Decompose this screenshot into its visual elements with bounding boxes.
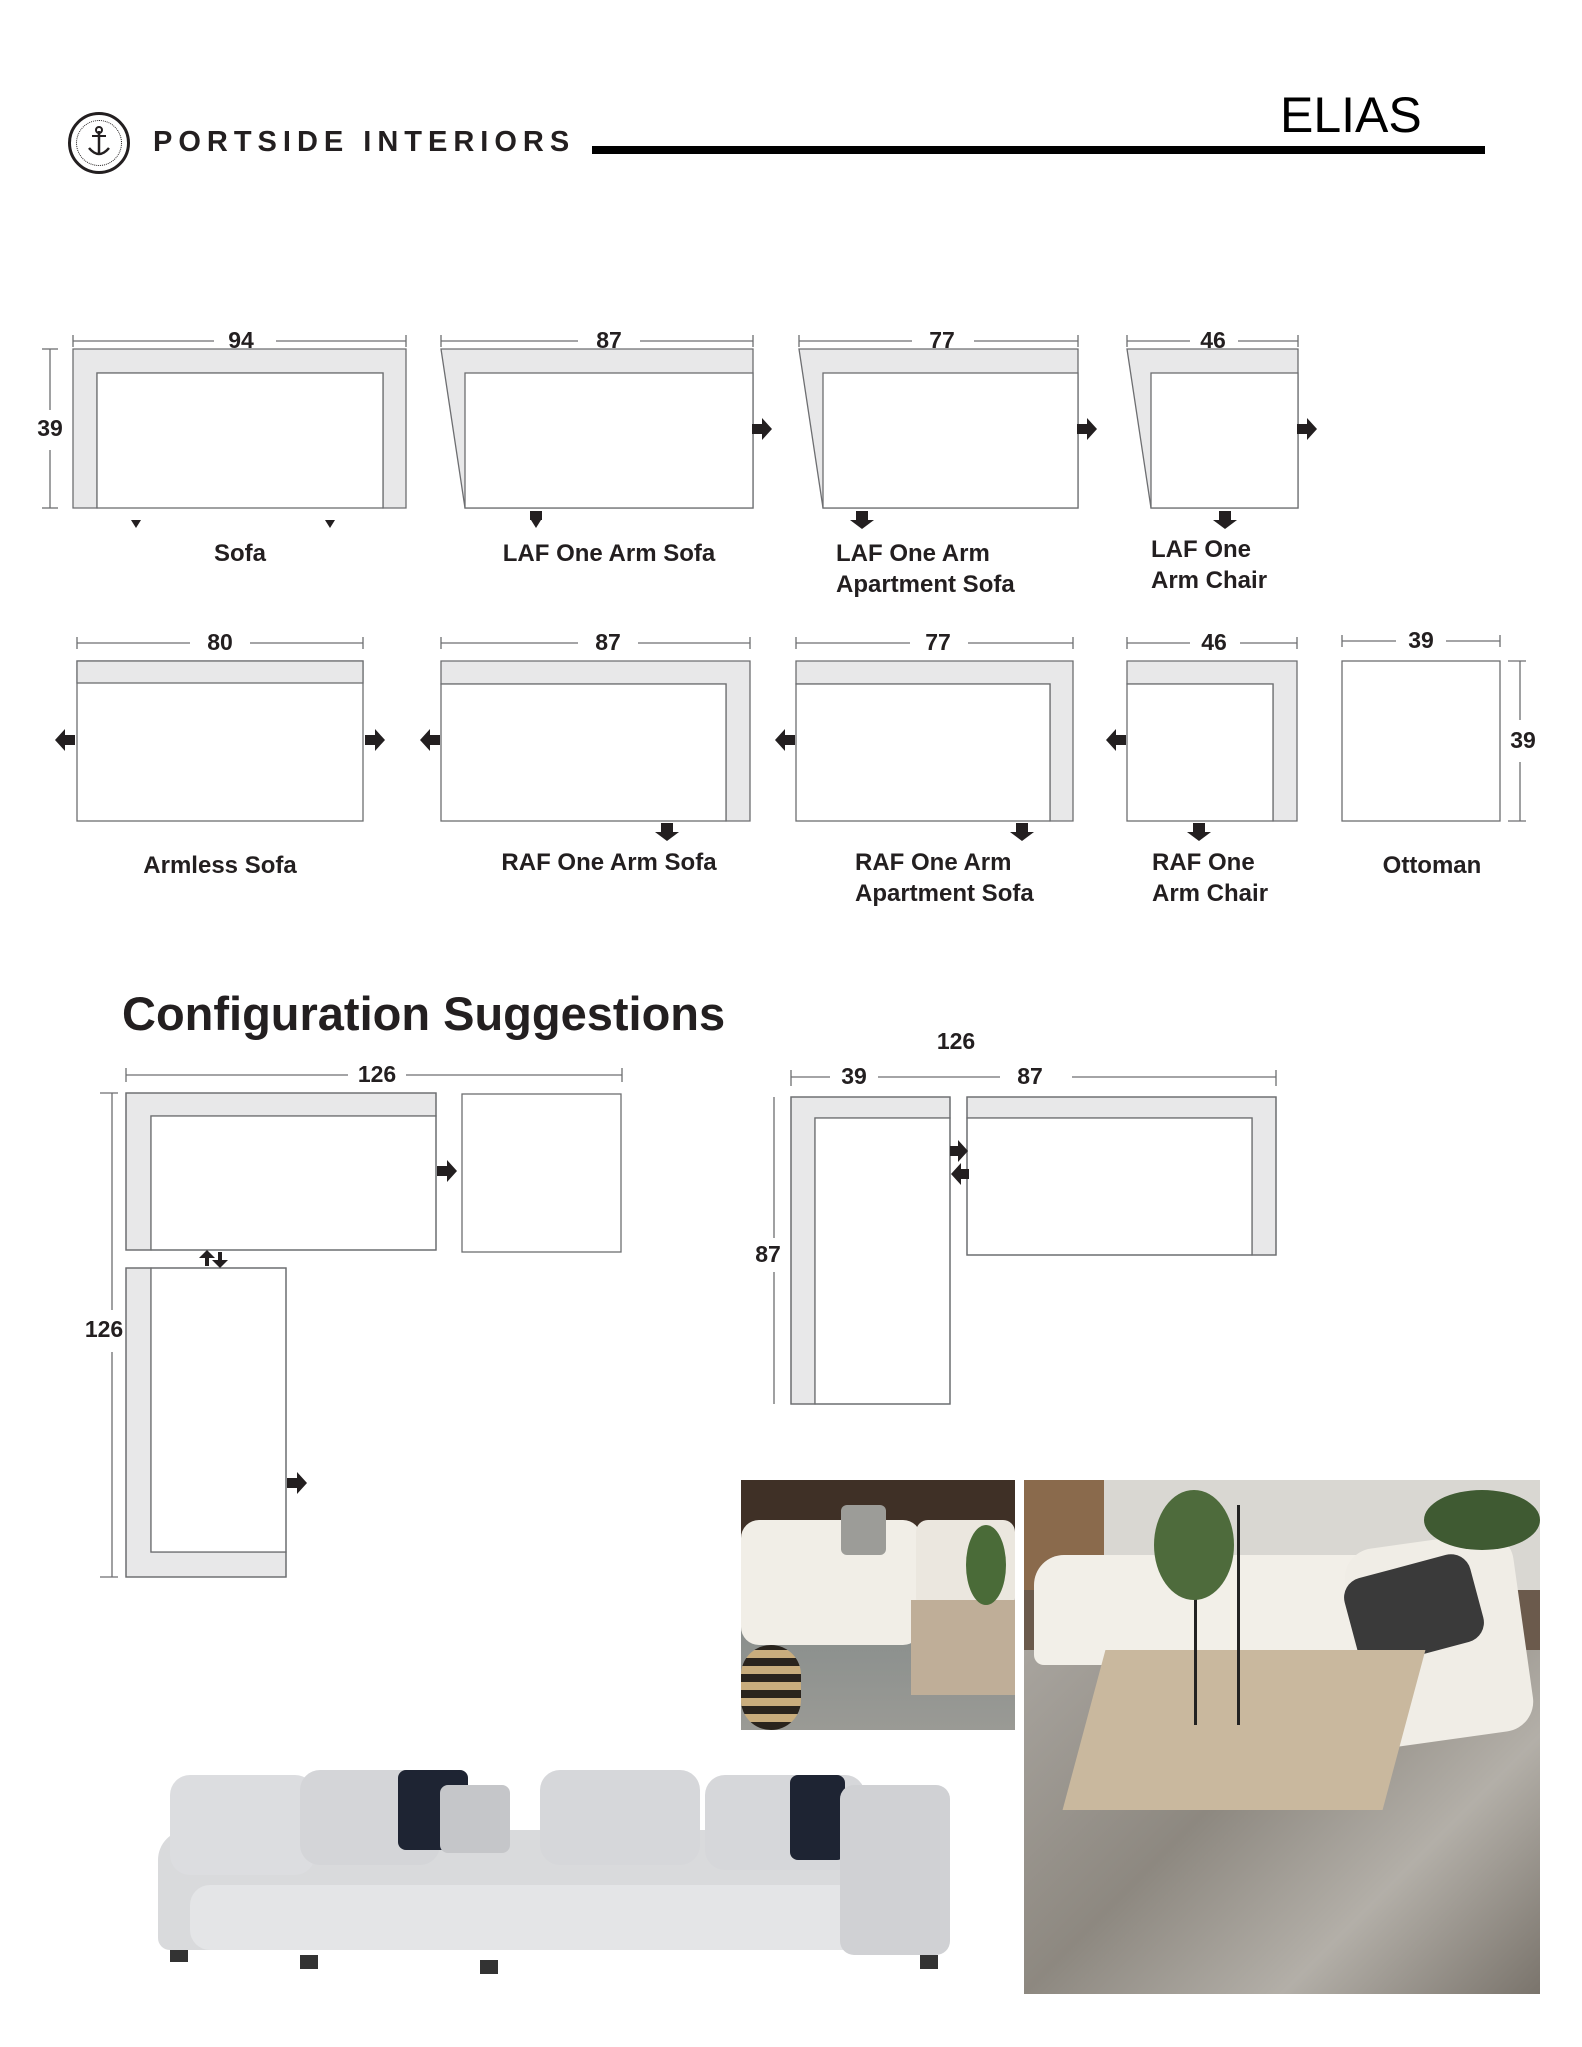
piece-label: Ottoman	[1383, 852, 1482, 879]
piece-label-line: LAF One	[1151, 536, 1251, 563]
showroom-photo-small	[741, 1480, 1015, 1730]
piece-label: Armless Sofa	[143, 852, 297, 879]
piece-label-line: Apartment Sofa	[855, 880, 1034, 907]
piece-armless-sofa: 80 Armless Sofa	[55, 629, 385, 879]
dim-width: 126	[358, 1061, 396, 1087]
logo-seal	[68, 112, 130, 174]
piece-raf-one-arm-chair: 46 RAF One Arm Chair	[1106, 629, 1298, 907]
piece-ottoman: 39 39 Ottoman	[1341, 627, 1536, 879]
piece-label-line: RAF One	[1152, 849, 1255, 876]
product-title: ELIAS	[1280, 87, 1422, 143]
dim-seg2: 87	[1017, 1063, 1043, 1089]
piece-label-line: LAF One Arm	[836, 540, 990, 567]
dim-total: 126	[937, 1028, 975, 1054]
dim-depth: 126	[85, 1316, 123, 1342]
dim-depth: 39	[37, 415, 63, 441]
piece-laf-one-arm-sofa: 87 LAF One Arm Sofa	[440, 327, 772, 567]
title-rule	[592, 146, 1485, 154]
piece-label: RAF One Arm Sofa	[501, 849, 717, 876]
configuration-2: 126 39 87 87	[755, 1028, 1277, 1405]
piece-laf-one-arm-apartment-sofa: 77 LAF One Arm Apartment Sofa	[798, 327, 1097, 598]
connector-arrow-icon	[131, 511, 141, 528]
dim-seg1: 39	[841, 1063, 867, 1089]
piece-label: Sofa	[214, 540, 267, 567]
piece-label-line: Apartment Sofa	[836, 571, 1015, 598]
connector-arrow-icon	[325, 511, 335, 528]
piece-label: LAF One Arm Sofa	[503, 540, 716, 567]
dim-depth: 39	[1510, 727, 1536, 753]
piece-label-line: RAF One Arm	[855, 849, 1011, 876]
dim-width: 87	[595, 629, 621, 655]
piece-label-line: Arm Chair	[1152, 880, 1268, 907]
dim-width: 39	[1408, 627, 1434, 653]
piece-raf-one-arm-sofa: 87 RAF One Arm Sofa	[420, 629, 751, 876]
dim-depth: 87	[755, 1241, 781, 1267]
product-sectional-photo	[150, 1755, 970, 2000]
brand-name: PORTSIDE INTERIORS	[153, 126, 576, 158]
piece-laf-one-arm-chair: 46 LAF One Arm Chair	[1126, 327, 1317, 594]
piece-raf-one-arm-apartment-sofa: 77 RAF One Arm Apartment Sofa	[775, 629, 1074, 907]
dim-width: 46	[1201, 629, 1227, 655]
dim-width: 77	[925, 629, 951, 655]
dim-width: 80	[207, 629, 233, 655]
piece-sofa: 94 39 Sofa	[37, 327, 407, 567]
piece-label-line: Arm Chair	[1151, 567, 1267, 594]
showroom-photo-large	[1024, 1480, 1540, 1994]
section-heading: Configuration Suggestions	[122, 987, 726, 1040]
configuration-1: 126 126	[85, 1061, 623, 1578]
